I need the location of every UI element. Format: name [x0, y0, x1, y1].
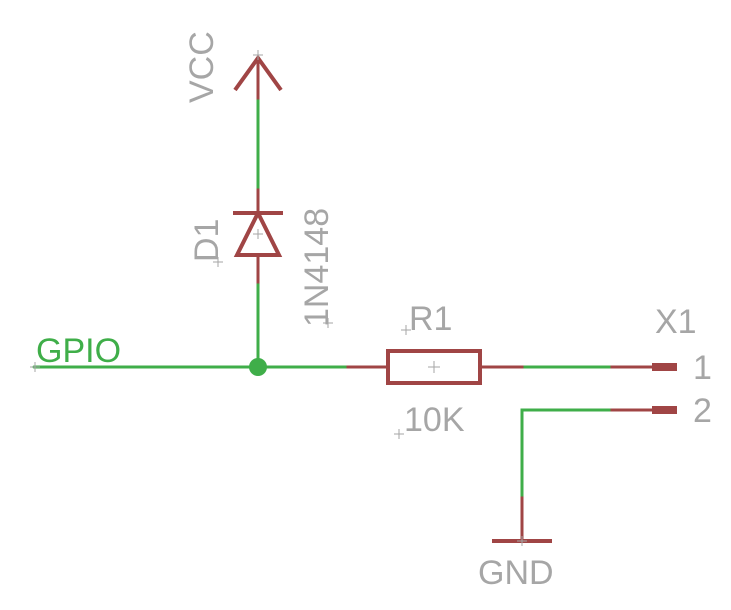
- junction-dot: [249, 358, 267, 376]
- wire-gnd-to-x1-pin2: [520, 408, 614, 500]
- resistor-r1-symbol: [346, 349, 524, 385]
- gnd-supply-symbol: [492, 496, 552, 546]
- connector-pin1-label: 1: [693, 349, 712, 387]
- vcc-supply-symbol: [233, 50, 283, 100]
- resistor-designator-label: R1: [409, 300, 452, 338]
- gnd-label: GND: [478, 554, 554, 592]
- connector-pin2-label: 2: [693, 392, 712, 430]
- diode-d1-symbol: [233, 188, 283, 284]
- gpio-net-label: GPIO: [36, 332, 121, 370]
- connector-x1-symbol: [610, 363, 677, 414]
- resistor-value-anchor: [394, 429, 404, 439]
- wires: [32, 96, 614, 500]
- diode-value-label: 1N4148: [298, 208, 336, 327]
- diode-designator-anchor: [213, 257, 223, 267]
- vcc-label: VCC: [183, 31, 221, 103]
- diode-designator-label: D1: [188, 219, 226, 262]
- diode-triangle-icon: [233, 208, 283, 257]
- connector-designator-label: X1: [655, 303, 697, 341]
- resistor-value-label: 10K: [404, 401, 465, 439]
- resistor-body: [386, 349, 482, 385]
- resistor-designator-anchor: [401, 325, 411, 335]
- diode-value-anchor: [323, 318, 333, 328]
- gpio-label-anchor: [30, 362, 40, 372]
